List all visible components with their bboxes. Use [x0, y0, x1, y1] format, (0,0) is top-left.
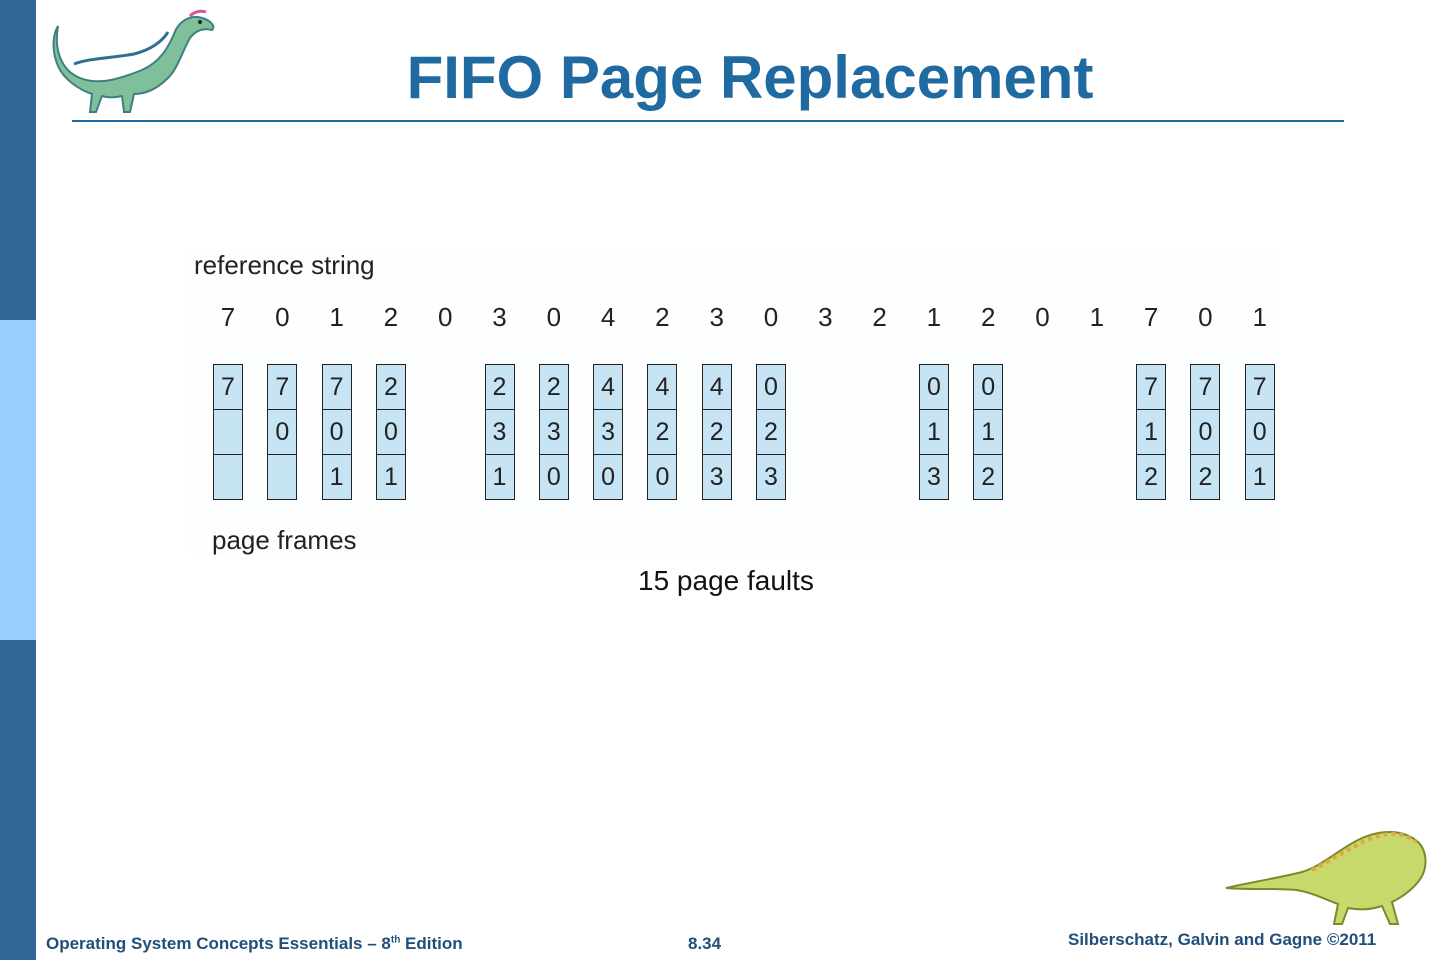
page-frame-cell: 3	[702, 454, 731, 499]
copyright-footer: Silberschatz, Galvin and Gagne ©2011	[1068, 930, 1377, 949]
reference-string-item: 7	[1143, 302, 1159, 332]
page-frame-cell: 1	[919, 409, 948, 454]
page-frame-cell: 0	[648, 454, 677, 499]
page-frame-column: 7	[213, 364, 243, 500]
page-frame-cell: 0	[594, 454, 623, 499]
page-faults-count: 15 page faults	[638, 565, 814, 596]
page-frame-cell: 0	[322, 409, 351, 454]
page-frame-cell: 0	[974, 365, 1003, 409]
page-frame-cell: 0	[268, 409, 297, 454]
page-frame-cell	[214, 409, 242, 454]
slide-number: 8.34	[688, 934, 722, 953]
page-frame-cell: 3	[485, 409, 514, 454]
page-frame-cell: 1	[485, 454, 514, 499]
sidebar-bar	[0, 0, 36, 960]
page-frame-cell: 2	[1137, 454, 1166, 499]
dinosaur-logo-icon	[52, 9, 215, 113]
title-divider	[72, 120, 1344, 122]
reference-string-item: 1	[926, 302, 942, 332]
page-frame-cell: 1	[1137, 409, 1166, 454]
page-frame-cell: 7	[322, 365, 351, 409]
page-frame-cell: 2	[539, 365, 568, 409]
sidebar-highlight	[0, 320, 36, 640]
reference-string-item: 1	[1089, 302, 1105, 332]
page-frame-cell: 4	[648, 365, 677, 409]
page-frame-cell: 7	[1191, 365, 1220, 409]
reference-string-item: 2	[980, 302, 996, 332]
reference-string-item: 2	[872, 302, 887, 332]
page-frame-cell: 2	[485, 365, 514, 409]
book-title-footer: Operating System Concepts Essentials – 8…	[46, 934, 463, 953]
page-frame-cell: 0	[1191, 409, 1220, 454]
reference-string-item: 0	[763, 302, 779, 332]
dinosaur-footer-icon	[1225, 831, 1427, 925]
page-frame-cell: 0	[919, 365, 948, 409]
page-frame-cell: 0	[757, 365, 785, 409]
reference-string-item: 0	[546, 302, 562, 332]
reference-string-item: 2	[383, 302, 399, 332]
page-frame-cell: 7	[1245, 365, 1274, 409]
reference-string-item: 0	[1198, 302, 1213, 332]
reference-string-item: 2	[655, 302, 670, 332]
page-frame-cell: 2	[648, 409, 677, 454]
page-frame-cell: 7	[214, 365, 242, 409]
page-frame-cell: 1	[376, 454, 405, 499]
reference-string-item: 3	[492, 302, 507, 332]
reference-string-item: 0	[437, 302, 453, 332]
reference-string-item: 3	[818, 302, 833, 332]
page-frame-cell: 7	[268, 365, 297, 409]
reference-string-item: 4	[600, 302, 616, 332]
page-frame-cell: 4	[702, 365, 731, 409]
page-frame-cell: 3	[919, 454, 948, 499]
page-frame-cell: 2	[702, 409, 731, 454]
reference-string-item: 0	[275, 302, 290, 332]
page-title: FIFO Page Replacement	[406, 44, 1094, 111]
page-frame-cell: 0	[1245, 409, 1274, 454]
reference-string-item: 7	[220, 302, 236, 332]
page-frame-cell: 4	[594, 365, 623, 409]
page-frame-cell	[268, 454, 297, 499]
reference-string-item: 1	[329, 302, 344, 332]
reference-string-item: 1	[1252, 302, 1267, 332]
reference-string-item: 0	[1035, 302, 1050, 332]
page-frame-cell: 2	[974, 454, 1003, 499]
page-frame-cell: 1	[974, 409, 1003, 454]
fifo-diagram-area	[190, 250, 1280, 555]
page-frame-cell: 2	[1191, 454, 1220, 499]
page-frame-cell: 0	[539, 454, 568, 499]
page-frame-cell: 7	[1137, 365, 1166, 409]
page-frame-cell	[214, 454, 242, 499]
reference-string-item: 3	[709, 302, 724, 332]
page-frames-label: page frames	[212, 525, 357, 555]
reference-string-label: reference string	[194, 250, 375, 280]
page-frame-cell: 1	[322, 454, 351, 499]
page-frame-cell: 2	[757, 409, 785, 454]
page-frame-cell: 3	[757, 454, 785, 499]
page-frame-cell: 0	[376, 409, 405, 454]
page-frame-cell: 1	[1245, 454, 1274, 499]
page-frame-cell: 3	[594, 409, 623, 454]
page-frame-cell: 2	[376, 365, 405, 409]
page-frame-cell: 3	[539, 409, 568, 454]
